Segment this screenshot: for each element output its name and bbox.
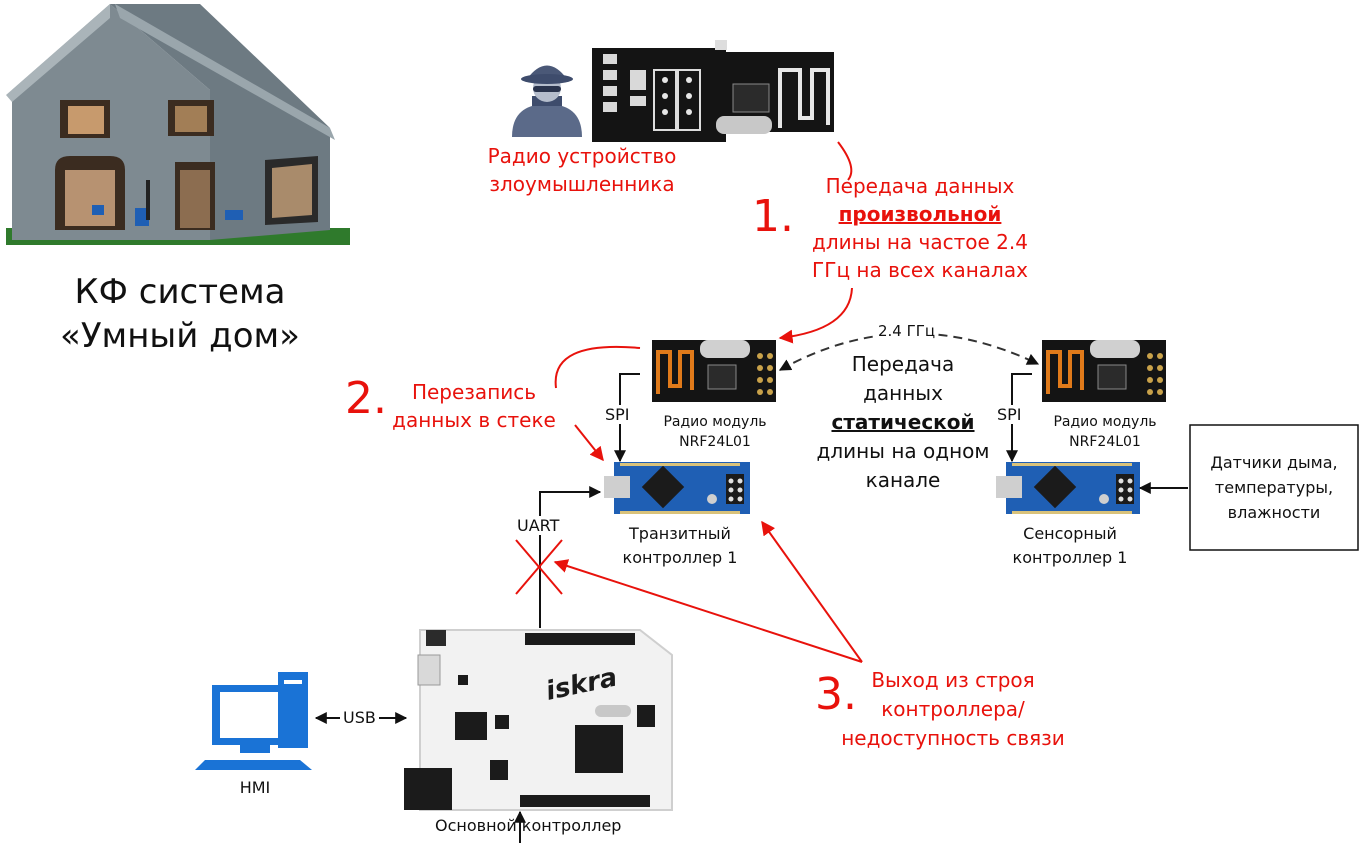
step1-line2: произвольной xyxy=(838,202,1002,226)
step3-arrow-to-uart xyxy=(553,559,863,663)
radio-module-left-line2: NRF24L01 xyxy=(679,434,751,450)
house-caption: КФ система «Умный дом» xyxy=(30,270,330,358)
radio-link-line2: данных xyxy=(863,381,943,405)
uart-label: UART xyxy=(515,516,562,535)
main-controller-label: Основной контроллер xyxy=(435,816,622,835)
step2-line2: данных в стеке xyxy=(392,408,556,432)
step3-line1: Выход из строя xyxy=(871,668,1035,692)
radio-link-connector xyxy=(778,332,1040,371)
sensors-box-label: Датчики дыма, температуры, влажности xyxy=(1192,450,1356,525)
step1-line3: длины на частое 2.4 xyxy=(812,230,1028,254)
house-caption-line1: КФ система xyxy=(74,272,286,312)
step1-lead-line xyxy=(837,141,853,181)
sensor-controller-line2: контроллер 1 xyxy=(1012,548,1128,567)
transit-controller-line1: Транзитный xyxy=(629,524,731,543)
uart-cross-line-2 xyxy=(515,539,563,595)
radio-link-line4: длины на одном xyxy=(816,439,990,463)
attacker-radio-board-image xyxy=(592,40,834,142)
step3-number: 3. xyxy=(815,669,857,720)
attacker-caption-line2: злоумышленника xyxy=(489,172,675,196)
step1-line1: Передача данных xyxy=(825,174,1015,198)
usb-label: USB xyxy=(340,708,379,727)
step1-line4: ГГц на всех каналах xyxy=(812,258,1028,282)
step3-line2: контроллера/ xyxy=(881,697,1025,721)
step1-caption: Передача данных произвольной длины на ча… xyxy=(790,172,1050,284)
transit-controller-line2: контроллер 1 xyxy=(622,548,738,567)
step1-number: 1. xyxy=(752,191,794,242)
radio-module-left-label: Радио модуль NRF24L01 xyxy=(650,412,780,452)
hmi-computer-icon xyxy=(195,672,312,770)
radio-module-right-line1: Радио модуль xyxy=(1053,414,1157,430)
house-model-image xyxy=(6,4,350,245)
spi-right-connector xyxy=(1006,373,1032,463)
right-nrf-module-image xyxy=(1042,340,1166,402)
hmi-label: HMI xyxy=(239,778,271,797)
sensors-box xyxy=(1189,424,1359,551)
spi-left-label: SPI xyxy=(605,405,630,424)
radio-link-line3: статической xyxy=(831,410,975,434)
sensor-controller-label: Сенсорный контроллер 1 xyxy=(1000,522,1140,570)
sensors-box-line2: температуры, xyxy=(1214,478,1334,497)
step1-arrow xyxy=(778,287,853,344)
radio-module-right-line2: NRF24L01 xyxy=(1069,434,1141,450)
attacker-caption-line1: Радио устройство xyxy=(487,144,677,168)
radio-frequency-label: 2.4 ГГц xyxy=(876,322,938,340)
step2-arrow xyxy=(574,424,604,462)
step2-loop-line xyxy=(554,345,641,389)
house-caption-line2: «Умный дом» xyxy=(60,316,300,356)
radio-module-left-line1: Радио модуль xyxy=(663,414,767,430)
step2-number: 2. xyxy=(345,373,387,424)
spi-right-label: SPI xyxy=(997,405,1022,424)
left-nrf-module-image xyxy=(652,340,776,402)
attacker-caption: Радио устройство злоумышленника xyxy=(462,142,702,198)
step3-line3: недоступность связи xyxy=(841,726,1065,750)
step2-line1: Перезапись xyxy=(411,380,537,404)
step2-caption: Перезапись данных в стеке xyxy=(384,378,564,434)
radio-module-right-label: Радио модуль NRF24L01 xyxy=(1040,412,1170,452)
spi-left-connector xyxy=(614,373,640,463)
radio-link-line1: Передача xyxy=(851,352,955,376)
radio-link-line5: канале xyxy=(865,468,941,492)
uart-connector xyxy=(539,486,602,628)
sensors-box-line1: Датчики дыма, xyxy=(1210,453,1338,472)
step3-caption: Выход из строя контроллера/ недоступност… xyxy=(838,666,1068,753)
main-controller-board-image: iskra xyxy=(404,629,673,811)
step3-arrow-to-transit xyxy=(761,520,863,663)
sensor-controller-board-image xyxy=(996,462,1140,514)
radio-link-caption: Передача данных статической длины на одн… xyxy=(788,350,1018,495)
sensors-box-line3: влажности xyxy=(1227,503,1321,522)
transit-controller-label: Транзитный контроллер 1 xyxy=(610,522,750,570)
sensor-controller-line1: Сенсорный xyxy=(1023,524,1117,543)
transit-controller-board-image xyxy=(604,462,750,514)
spy-icon xyxy=(512,65,582,137)
